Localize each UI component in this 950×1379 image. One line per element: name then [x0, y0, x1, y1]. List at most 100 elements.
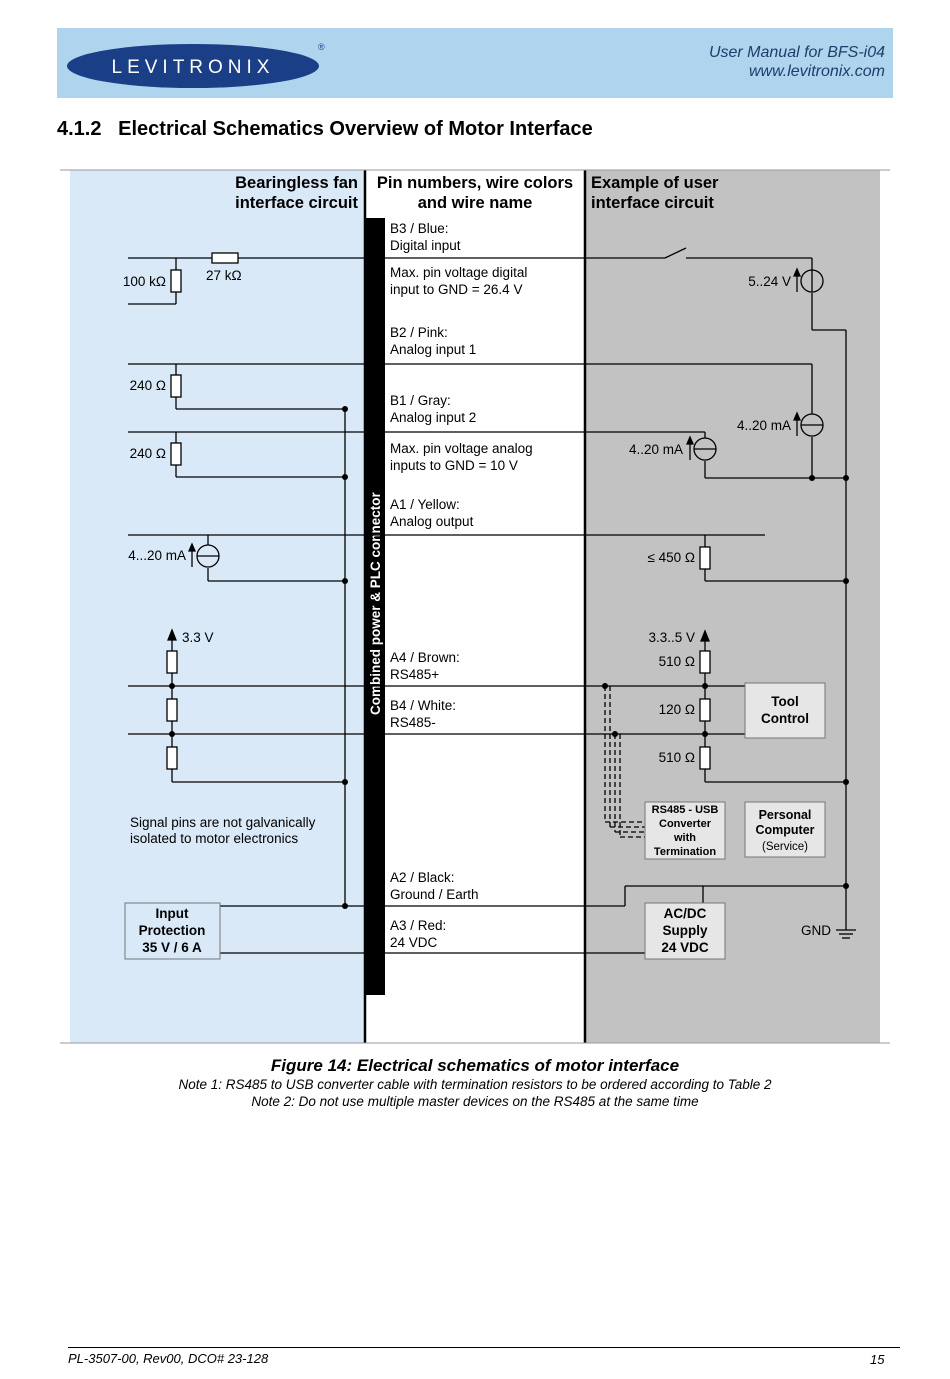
converter-label-3: with: [673, 832, 696, 844]
pin-b3-1: B3 / Blue:: [390, 221, 449, 236]
resistor-240-b: [170, 442, 182, 466]
pin-a4-2: RS485+: [390, 667, 439, 682]
page-number: 15: [870, 1352, 885, 1367]
resistor-510-b: [699, 746, 711, 770]
pin-a1-1: A1 / Yellow:: [390, 497, 460, 512]
pin-b1-note-2: inputs to GND = 10 V: [390, 458, 518, 473]
pin-a4-1: A4 / Brown:: [390, 650, 460, 665]
pin-a2-2: Ground / Earth: [390, 887, 479, 902]
label-510-a: 510 Ω: [659, 654, 695, 669]
pin-b3-2: Digital input: [390, 238, 461, 253]
acdc-supply-box: [644, 902, 726, 960]
ground-icon: [836, 929, 856, 939]
acdc-label-1: AC/DC: [664, 906, 707, 921]
isolation-note-1: Signal pins are not galvanically: [130, 815, 316, 830]
page-header: LEVITRONIX ® User Manual for BFS-i04 www…: [57, 28, 893, 98]
resistor-450: [699, 546, 711, 570]
mid-title-1: Pin numbers, wire colors: [377, 174, 573, 192]
pin-b1-2: Analog input 2: [390, 410, 476, 425]
protection-label-2: Protection: [139, 923, 206, 938]
converter-box: [644, 801, 726, 860]
resistor-left-3: [166, 746, 178, 770]
pc-label-2: Computer: [755, 823, 814, 837]
pin-b2-2: Analog input 1: [390, 342, 476, 357]
label-420-left: 4...20 mA: [128, 548, 186, 563]
acdc-label-2: Supply: [662, 923, 707, 938]
pin-a1-2: Analog output: [390, 514, 474, 529]
converter-label-2: Converter: [659, 818, 712, 830]
input-protection-box: [124, 902, 221, 960]
isolation-note-2: isolated to motor electronics: [130, 831, 298, 846]
resistor-240-a: [170, 374, 182, 398]
label-450: ≤ 450 Ω: [647, 550, 695, 565]
right-title-2: interface circuit: [591, 194, 714, 212]
supply-arrow-icon: [700, 629, 710, 642]
connector-label: Combined power & PLC connector: [368, 491, 383, 715]
supply-arrow-icon: [167, 628, 177, 641]
label-524v: 5..24 V: [748, 274, 791, 289]
figure-caption: Figure 14: Electrical schematics of moto…: [270, 1056, 680, 1075]
pin-b1-1: B1 / Gray:: [390, 393, 451, 408]
pin-a3-1: A3 / Red:: [390, 918, 446, 933]
pin-a3-2: 24 VDC: [390, 935, 438, 950]
resistor-left-2: [166, 698, 178, 722]
pin-a2-1: A2 / Black:: [390, 870, 455, 885]
left-title-1: Bearingless fan: [235, 174, 358, 192]
label-335v: 3.3..5 V: [648, 630, 695, 645]
label-27k: 27 kΩ: [206, 268, 242, 283]
resistor-left-1: [166, 650, 178, 674]
pc-label-3: (Service): [762, 841, 808, 853]
left-panel: [70, 170, 365, 1043]
pin-b1-note-1: Max. pin voltage analog: [390, 441, 533, 456]
connector-bar: [365, 218, 385, 995]
pin-b3-note-2: input to GND = 26.4 V: [390, 282, 522, 297]
tool-label-1: Tool: [771, 694, 799, 709]
protection-label-3: 35 V / 6 A: [142, 940, 202, 955]
resistor-120: [699, 698, 711, 722]
converter-label-1: RS485 - USB: [652, 804, 719, 816]
document-id: PL-3507-00, Rev00, DCO# 23-128: [68, 1351, 269, 1366]
label-120: 120 Ω: [659, 702, 695, 717]
pin-b2-1: B2 / Pink:: [390, 325, 448, 340]
resistor-100k: [170, 269, 182, 293]
section-number: 4.1.2: [57, 118, 102, 140]
label-420-right-a: 4..20 mA: [737, 418, 791, 433]
pc-label-1: Personal: [759, 808, 812, 822]
current-source-icon: [686, 435, 717, 461]
logo-text: LEVITRONIX: [112, 57, 275, 78]
resistor-510-a: [699, 650, 711, 674]
caption-note-2: Note 2: Do not use multiple master devic…: [251, 1094, 699, 1109]
label-510-b: 510 Ω: [659, 750, 695, 765]
levitronix-logo: LEVITRONIX ®: [67, 42, 325, 88]
mid-title-2: and wire name: [418, 194, 533, 212]
right-title-1: Example of user: [591, 174, 719, 192]
website-link[interactable]: www.levitronix.com: [748, 63, 885, 80]
right-panel: [585, 170, 880, 1043]
resistor-27k: [211, 252, 239, 264]
personal-computer-box: [744, 801, 826, 858]
label-420-right-b: 4..20 mA: [629, 442, 683, 457]
tool-label-2: Control: [761, 711, 809, 726]
caption-note-1: Note 1: RS485 to USB converter cable wit…: [178, 1077, 772, 1092]
svg-text:®: ®: [318, 42, 325, 52]
label-240-a: 240 Ω: [130, 378, 166, 393]
protection-label-1: Input: [156, 906, 189, 921]
section-title: Electrical Schematics Overview of Motor …: [118, 118, 593, 140]
label-gnd: GND: [801, 923, 831, 938]
pin-b3-note-1: Max. pin voltage digital: [390, 265, 527, 280]
pin-b4-1: B4 / White:: [390, 698, 456, 713]
tool-control-box: [744, 682, 826, 739]
section-heading: 4.1.2 Electrical Schematics Overview of …: [57, 118, 593, 141]
current-source-icon: [188, 542, 220, 568]
manual-title: User Manual for BFS-i04: [708, 44, 885, 61]
converter-label-4: Termination: [654, 846, 716, 858]
footer-divider: [68, 1347, 900, 1348]
left-title-2: interface circuit: [235, 194, 358, 212]
label-240-b: 240 Ω: [130, 446, 166, 461]
label-33v: 3.3 V: [182, 630, 214, 645]
label-100k: 100 kΩ: [123, 274, 166, 289]
pin-b4-2: RS485-: [390, 715, 436, 730]
voltage-source-icon: [793, 267, 824, 293]
acdc-label-3: 24 VDC: [661, 940, 709, 955]
